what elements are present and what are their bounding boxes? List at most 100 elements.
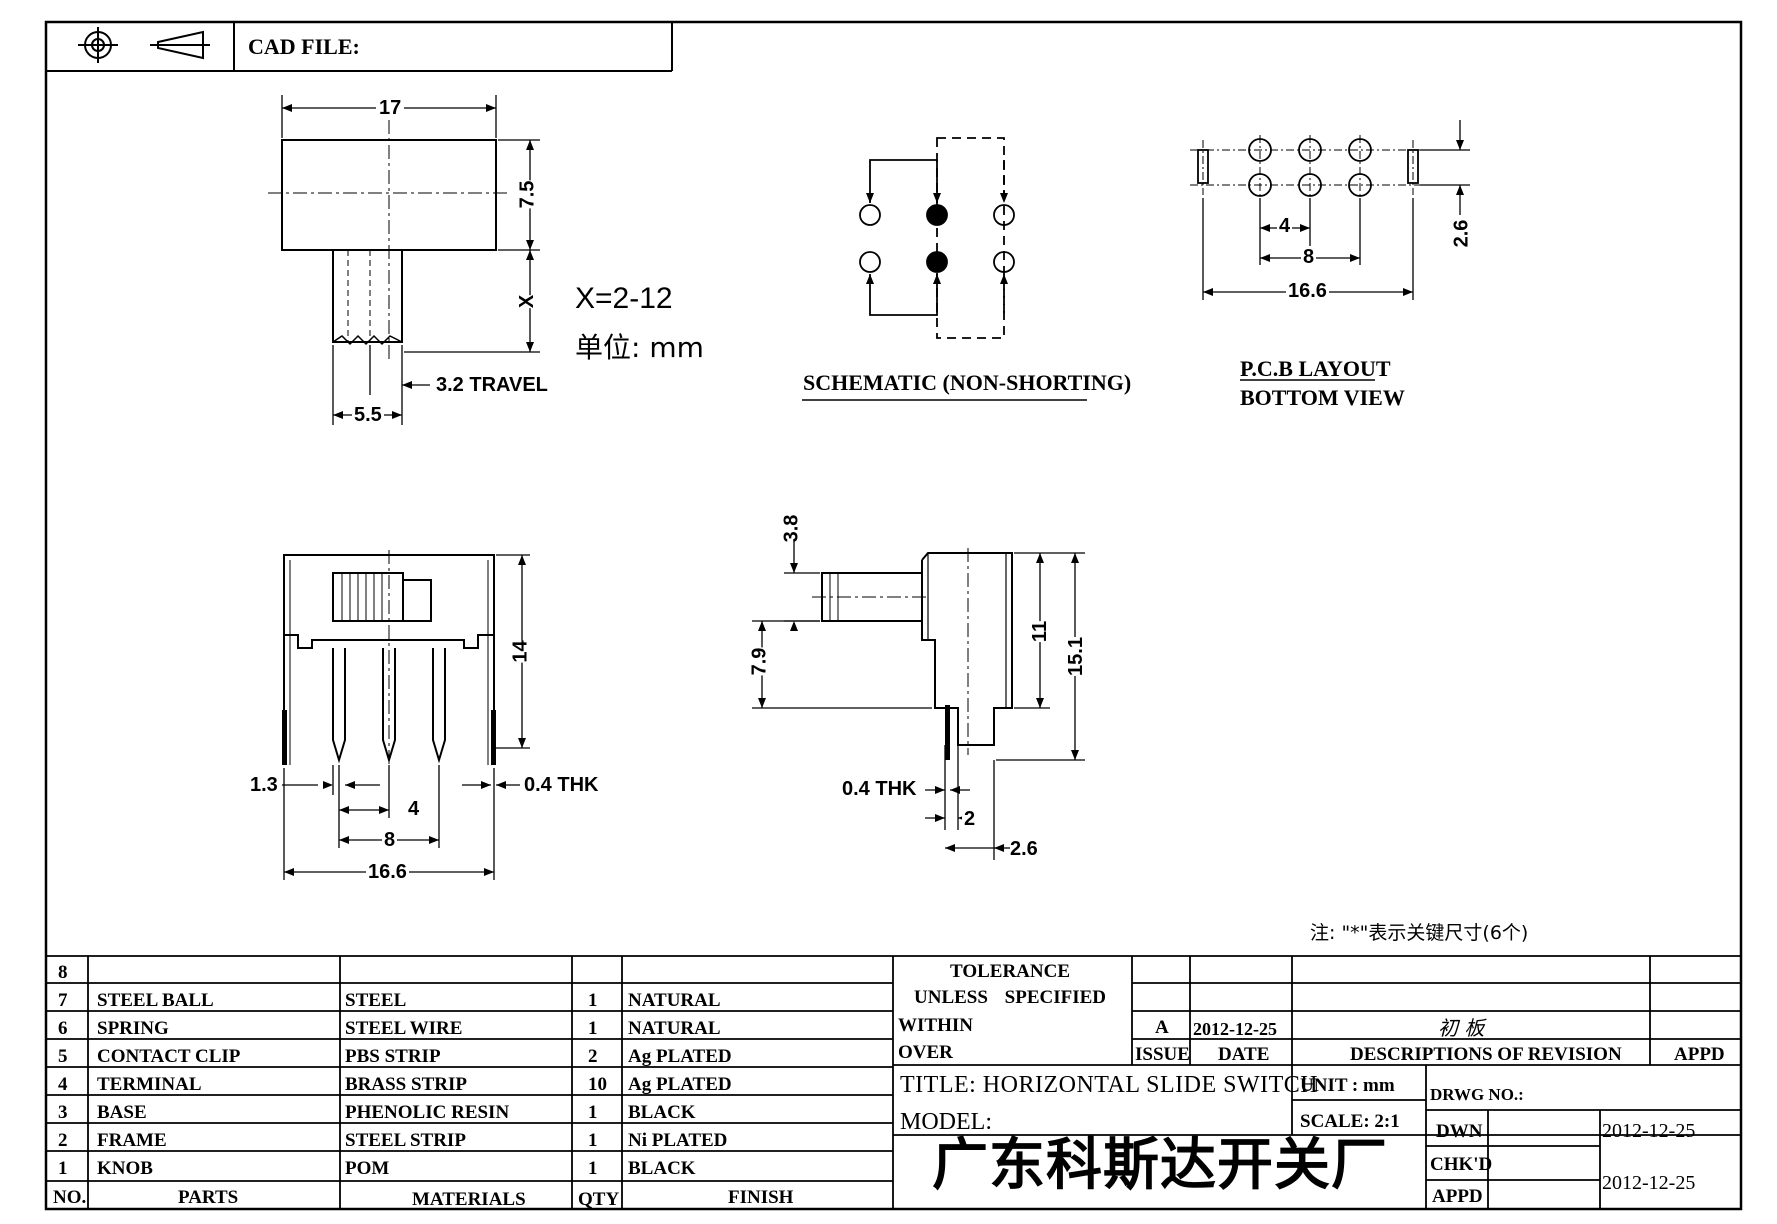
front-view-outline <box>283 550 495 770</box>
bom-header-parts: PARTS <box>178 1187 239 1208</box>
bom-cell-no: 7 <box>58 990 68 1011</box>
bom-cell-qty: 10 <box>588 1074 607 1095</box>
chk-date: 2012-12-25 <box>1602 1172 1696 1194</box>
end-view-dims <box>752 540 1085 860</box>
dim-width-17: 17 <box>376 97 405 120</box>
pcb-dim-2-6: 2.6 <box>1450 219 1473 248</box>
end-dim-7-9: 7.9 <box>748 647 772 676</box>
model-label: MODEL: <box>900 1109 992 1135</box>
bom-cell-material: STEEL <box>345 990 407 1011</box>
issue-label: ISSUE <box>1135 1044 1190 1065</box>
pcb-caption-1: P.C.B LAYOUT <box>1240 356 1391 381</box>
bom-header-materials: MATERIALS <box>412 1189 526 1210</box>
pcb-caption-2: BOTTOM VIEW <box>1240 385 1405 410</box>
chkd-label: CHK'D <box>1430 1154 1493 1175</box>
bom-cell-no: 5 <box>58 1046 68 1067</box>
bom-cell-qty: 1 <box>588 990 598 1011</box>
bom-cell-finish: BLACK <box>628 1158 696 1179</box>
bom-cell-finish: NATURAL <box>628 990 721 1011</box>
bom-cell-no: 2 <box>58 1130 68 1151</box>
appd-label: APPD <box>1674 1044 1725 1065</box>
schematic-arrows <box>866 193 1008 284</box>
bom-cell-part: TERMINAL <box>97 1074 202 1095</box>
bom-cell-qty: 1 <box>588 1130 598 1151</box>
bom-cell-part: SPRING <box>97 1018 169 1039</box>
bom-cell-part: CONTACT CLIP <box>97 1046 241 1067</box>
bom-cell-material: PHENOLIC RESIN <box>345 1102 510 1123</box>
end-view-arrows <box>758 553 1079 852</box>
bom-header-qty: QTY <box>578 1189 620 1210</box>
front-dim-16-6: 16.6 <box>366 861 409 884</box>
bom-cell-finish: Ni PLATED <box>628 1130 728 1151</box>
end-view-outline <box>812 548 1013 755</box>
drawing-title: TITLE: HORIZONTAL SLIDE SWITCH <box>900 1072 1319 1098</box>
end-view-leads <box>945 705 950 760</box>
revision-date: 2012-12-25 <box>1193 1019 1277 1039</box>
bom-cell-no: 4 <box>58 1074 68 1095</box>
bom-cell-finish: Ag PLATED <box>628 1046 732 1067</box>
bom-cell-material: BRASS STRIP <box>345 1074 467 1095</box>
end-dim-2: 2 <box>962 808 978 831</box>
dwn-date: 2012-12-25 <box>1602 1120 1696 1142</box>
key-dimension-note: 注: "*"表示关键尺寸(6个) <box>1310 922 1529 944</box>
bom-cell-material: STEEL WIRE <box>345 1018 463 1039</box>
dim-travel: 3.2 TRAVEL <box>436 374 548 396</box>
drwg-no-label: DRWG NO.: <box>1430 1085 1524 1104</box>
pcb-dim-8: 8 <box>1301 246 1317 269</box>
cad-file-label: CAD FILE: <box>248 34 360 59</box>
front-dim-14: 14 <box>509 640 533 663</box>
bom-cell-part: STEEL BALL <box>97 990 214 1011</box>
bom-cell-qty: 1 <box>588 1102 598 1123</box>
bom-cell-no: 8 <box>58 962 68 983</box>
bom-cell-finish: BLACK <box>628 1102 696 1123</box>
bom-cell-qty: 1 <box>588 1158 598 1179</box>
front-view-leads <box>282 710 496 765</box>
end-dim-2-6: 2.6 <box>1010 838 1038 860</box>
schematic-drawing <box>802 137 1087 401</box>
dim-knob-5-5: 5.5 <box>352 404 384 427</box>
end-dim-3-8: 3.8 <box>780 514 803 543</box>
third-angle-projection-icon <box>78 27 210 63</box>
bom-header-finish: FINISH <box>728 1187 794 1208</box>
bom-cell-part: KNOB <box>97 1158 153 1179</box>
appd-label-2: APPD <box>1432 1186 1483 1207</box>
bom-cell-no: 6 <box>58 1018 68 1039</box>
end-dim-thk: 0.4 THK <box>842 778 917 800</box>
x-range-label: X=2-12 <box>575 282 673 315</box>
dim-height-7-5: 7.5 <box>516 180 540 209</box>
schematic-caption: SCHEMATIC (NON-SHORTING) <box>803 370 1132 395</box>
pcb-dim-4: 4 <box>1277 215 1293 238</box>
front-dim-8: 8 <box>382 829 398 852</box>
end-dim-11: 11 <box>1029 620 1053 643</box>
side-view-outline <box>268 120 510 360</box>
dim-x: X <box>516 294 540 309</box>
front-dim-4: 4 <box>406 798 422 821</box>
bom-cell-qty: 1 <box>588 1018 598 1039</box>
pcb-layout-drawing <box>1190 135 1430 200</box>
front-view-arrows <box>284 555 526 876</box>
revision-letter: A <box>1155 1017 1169 1038</box>
tolerance-line-2: UNLESS SPECIFIED <box>914 987 1107 1008</box>
pcb-dims <box>1202 120 1470 381</box>
tolerance-line-1: TOLERANCE <box>950 961 1071 982</box>
descriptions-label: DESCRIPTIONS OF REVISION <box>1350 1044 1622 1065</box>
bom-cell-material: STEEL STRIP <box>345 1130 466 1151</box>
bom-header-no: NO. <box>53 1187 87 1208</box>
bom-cell-part: FRAME <box>97 1130 167 1151</box>
revision-description: 初 板 <box>1438 1016 1485 1040</box>
pcb-dim-16-6: 16.6 <box>1286 280 1329 303</box>
bom-cell-qty: 2 <box>588 1046 598 1067</box>
unit-cell: UNIT : mm <box>1300 1075 1395 1096</box>
front-dim-thk: 0.4 THK <box>524 774 599 796</box>
tolerance-within: WITHIN <box>898 1015 973 1036</box>
dwn-label: DWN <box>1436 1121 1483 1142</box>
scale-label: SCALE: 2:1 <box>1300 1111 1400 1132</box>
pcb-arrows <box>1203 140 1464 296</box>
bom-cell-finish: Ag PLATED <box>628 1074 732 1095</box>
company-name: 广东科斯达开关厂 <box>932 1133 1388 1198</box>
side-view-arrows <box>282 104 534 419</box>
title-block-grid <box>46 955 1741 1209</box>
bom-cell-finish: NATURAL <box>628 1018 721 1039</box>
tolerance-over: OVER <box>898 1042 953 1063</box>
